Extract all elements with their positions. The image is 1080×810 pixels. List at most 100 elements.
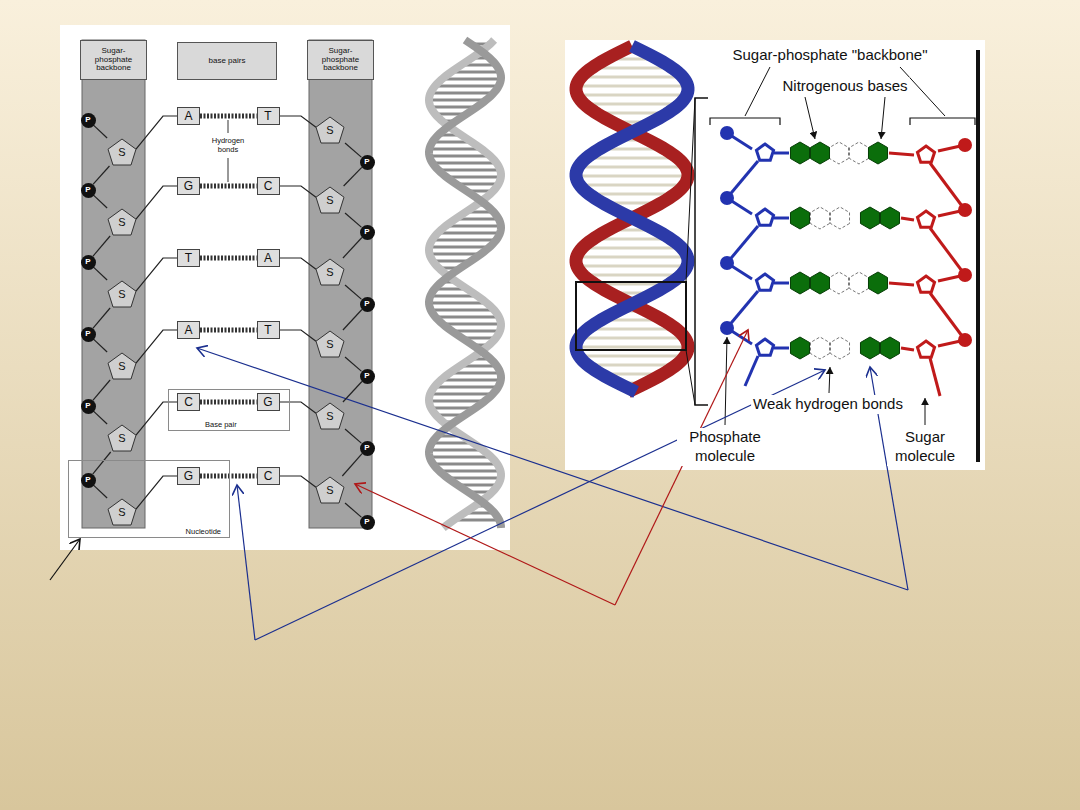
bond-line <box>93 411 107 424</box>
rung <box>577 256 688 259</box>
bond-line <box>93 195 107 208</box>
base-box: T <box>177 249 200 267</box>
node-text: P <box>364 444 369 452</box>
rung <box>438 232 500 235</box>
rung <box>584 103 680 106</box>
cross-arrow <box>355 484 615 605</box>
bond-line <box>136 258 177 291</box>
hydrogen-bond <box>200 400 257 405</box>
sugar-pentagon: S <box>107 352 137 380</box>
base-box: A <box>177 321 200 339</box>
phosphate-circle: P <box>360 441 375 456</box>
base-box: G <box>177 467 200 485</box>
backbone-line <box>774 217 789 220</box>
bond-line <box>343 310 362 330</box>
hydrogen-bond <box>200 256 257 261</box>
node-text: Nucleotide <box>186 528 221 536</box>
phosphate-circle: P <box>360 297 375 312</box>
strand <box>429 40 501 528</box>
bond-line <box>93 308 110 328</box>
backbone-line <box>745 356 758 386</box>
figure-label: Sugar-phosphate "backbone" <box>731 46 930 65</box>
backbone-line <box>774 347 789 350</box>
strand <box>429 40 501 528</box>
node-text: A <box>184 324 192 336</box>
column-header: Sugar-phosphate backbone <box>80 40 147 80</box>
pentagon-outline <box>316 259 344 285</box>
rung <box>435 316 499 319</box>
base-hexagon <box>790 142 809 164</box>
backbone-line <box>889 283 914 285</box>
sugar-pentagon: S <box>315 330 345 358</box>
node-text: S <box>326 485 333 496</box>
bond-line <box>93 125 107 138</box>
rung <box>430 456 492 459</box>
bond-line <box>280 330 317 341</box>
cross-arrow <box>615 330 748 605</box>
sugar-pentagon <box>756 144 773 160</box>
base-hexagon <box>860 207 879 229</box>
bond-outline <box>829 142 848 164</box>
rung <box>581 76 682 79</box>
sugar-pentagon: S <box>315 258 345 286</box>
rung <box>442 78 501 81</box>
base-hexagon <box>790 272 809 294</box>
phosphate-circle: P <box>360 515 375 530</box>
node-text: S <box>326 195 333 206</box>
rung <box>576 175 688 178</box>
base-hexagon <box>880 207 899 229</box>
node-text: A <box>184 110 192 122</box>
base-box: C <box>257 177 280 195</box>
backbone-line <box>727 161 758 198</box>
node-text: T <box>264 110 271 122</box>
group-box: Nucleotide PS G <box>68 460 230 538</box>
base-box: T <box>257 321 280 339</box>
bond-line <box>345 143 361 157</box>
column-header: base pairs <box>177 42 277 80</box>
node-text: G <box>184 470 193 482</box>
hydrogen-bond <box>200 328 257 333</box>
pentagon-outline <box>316 187 344 213</box>
phosphate-circle: P <box>81 327 96 342</box>
node-text: P <box>85 116 90 124</box>
zoom-box <box>576 282 686 350</box>
node-text: S <box>118 147 125 158</box>
phosphate-dot <box>958 333 972 347</box>
phosphate-dot <box>720 191 734 205</box>
sugar-pentagon: S <box>107 498 137 526</box>
rung <box>446 176 501 179</box>
base-box: G <box>257 393 280 411</box>
leader-arrow <box>805 97 815 139</box>
bond-line <box>345 357 361 371</box>
divider-bar <box>976 50 980 462</box>
phosphate-dot <box>720 321 734 335</box>
node-text: P <box>364 228 369 236</box>
bond-line <box>136 186 177 219</box>
rung <box>431 309 494 312</box>
phosphate-circle: P <box>360 225 375 240</box>
backbone-line <box>727 226 758 263</box>
node-text: S <box>326 411 333 422</box>
base-box: T <box>257 107 280 125</box>
node-text: P <box>85 402 90 410</box>
bond-line <box>93 166 109 184</box>
bond-outline <box>810 337 829 359</box>
base-box: C <box>257 467 280 485</box>
phosphate-circle: P <box>81 399 96 414</box>
phosphate-dot <box>720 126 734 140</box>
base-hexagon <box>868 272 887 294</box>
sugar-pentagon: S <box>107 208 137 236</box>
sugar-pentagon: S <box>107 280 137 308</box>
node-text: P <box>364 300 369 308</box>
figure-label: Phosphate molecule <box>677 428 773 466</box>
phosphate-circle: P <box>81 473 96 488</box>
rung <box>429 400 485 403</box>
bond-line <box>136 476 177 509</box>
rung <box>446 225 501 228</box>
rung <box>579 337 685 340</box>
leader-arrow <box>925 398 926 425</box>
bond-outline <box>849 272 868 294</box>
phosphate-circle: P <box>360 155 375 170</box>
node-text: S <box>118 289 125 300</box>
